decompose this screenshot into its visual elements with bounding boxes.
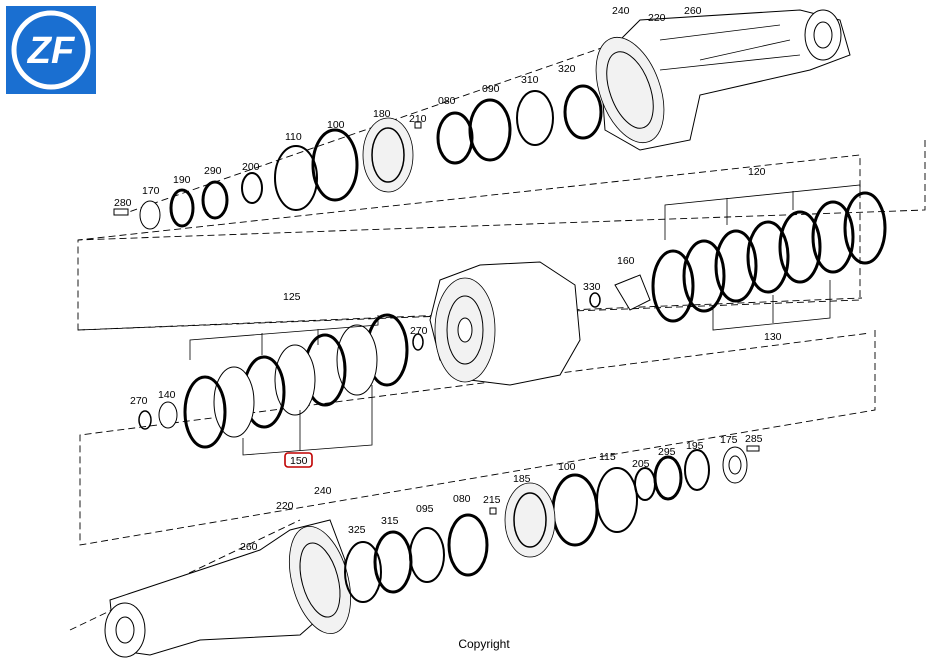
- center-housing: [429, 261, 581, 386]
- callout-080: 080: [438, 95, 456, 107]
- callout-120: 120: [748, 166, 766, 178]
- callout-140: 140: [158, 389, 176, 401]
- callout-130: 130: [764, 331, 782, 343]
- callout-200: 200: [242, 161, 260, 173]
- callout-260: 260: [684, 5, 702, 17]
- callout-330: 330: [583, 281, 601, 293]
- callout-315: 315: [381, 515, 399, 527]
- callout-080: 080: [453, 493, 471, 505]
- callout-260: 260: [240, 541, 258, 553]
- callout-180: 180: [373, 108, 391, 120]
- callout-195: 195: [686, 440, 704, 452]
- highlight-box-150: [284, 452, 313, 468]
- callout-270: 270: [410, 325, 428, 337]
- axle-housing-top: [595, 9, 851, 151]
- callout-320: 320: [558, 63, 576, 75]
- callout-110: 110: [285, 131, 302, 143]
- callout-150: 150: [290, 455, 308, 467]
- callout-240: 240: [314, 485, 332, 497]
- callout-215: 215: [483, 494, 501, 506]
- disc-pack-125-150: [138, 313, 424, 456]
- callout-160: 160: [617, 255, 635, 267]
- copyright-text: Copyright: [458, 637, 510, 651]
- callout-185: 185: [513, 473, 531, 485]
- callout-100: 100: [327, 119, 345, 131]
- callout-280: 280: [114, 197, 132, 209]
- svg-text:ZF: ZF: [27, 30, 76, 72]
- callout-170: 170: [142, 185, 160, 197]
- callout-190: 190: [173, 174, 191, 186]
- callout-210: 210: [409, 113, 427, 125]
- zf-logo: ZF: [6, 6, 96, 94]
- callout-285: 285: [745, 433, 763, 445]
- callout-205: 205: [632, 458, 650, 470]
- callout-115: 115: [599, 451, 616, 463]
- callout-290: 290: [204, 165, 222, 177]
- callout-100: 100: [558, 461, 576, 473]
- bottom-row-parts: [344, 445, 760, 603]
- callout-labels: 240 220 260 320 310 090 080 210 180 100 …: [114, 5, 782, 553]
- callout-220: 220: [276, 500, 294, 512]
- top-row-parts: [113, 84, 603, 230]
- callout-175: 175: [720, 434, 738, 446]
- callout-220: 220: [648, 12, 666, 24]
- callout-270: 270: [130, 395, 148, 407]
- disc-pack-120-130: [589, 184, 887, 331]
- callout-310: 310: [521, 74, 539, 86]
- callout-325: 325: [348, 524, 366, 536]
- axle-housing-bottom: [104, 519, 351, 658]
- callout-240: 240: [612, 5, 630, 17]
- callout-090: 090: [482, 83, 500, 95]
- callout-125: 125: [283, 291, 301, 303]
- callout-095: 095: [416, 503, 434, 515]
- callout-295: 295: [658, 446, 676, 458]
